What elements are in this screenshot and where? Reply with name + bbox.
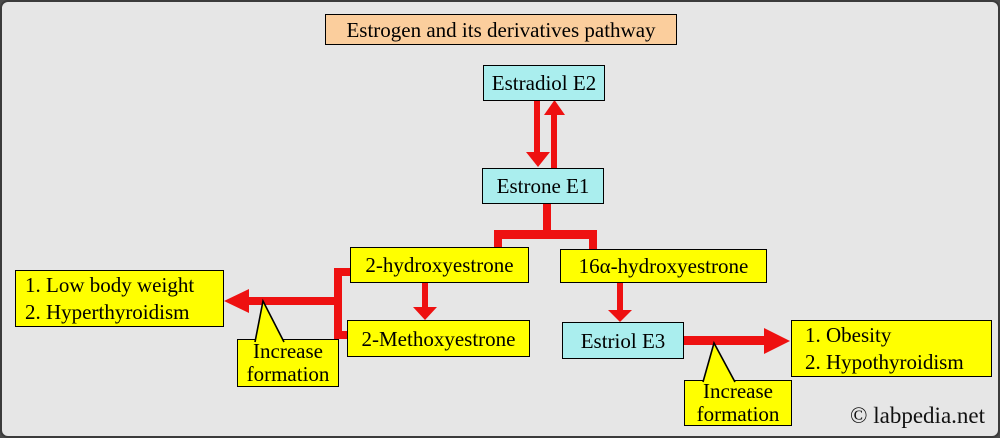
- node-2-methoxyestrone-label: 2-Methoxyestrone: [361, 326, 516, 351]
- callout-line: Increase: [253, 339, 323, 363]
- node-2-hydroxyestrone: 2-hydroxyestrone: [350, 247, 529, 283]
- effect-line: 2. Hyperthyroidism: [25, 299, 190, 324]
- callout-line: formation: [246, 362, 330, 386]
- effect-line: 1. Obesity: [805, 322, 892, 347]
- arrow-estrone-to-estradiol: [544, 100, 565, 168]
- effect-line: 1. Low body weight: [25, 272, 195, 297]
- arrow-hydroxyestrone2-to-methoxyestrone: [413, 283, 437, 320]
- diagram-title: Estrogen and its derivatives pathway: [325, 14, 677, 45]
- node-estriol-e3: Estriol E3: [562, 322, 684, 359]
- arrow-to-low-body-weight: [224, 289, 338, 313]
- effect-line: 2. Hypothyroidism: [805, 349, 964, 374]
- arrow-estradiol-to-estrone: [526, 100, 550, 167]
- node-2-hydroxyestrone-label: 2-hydroxyestrone: [365, 253, 514, 277]
- watermark: © labpedia.net: [850, 403, 985, 428]
- node-estriol-e3-label: Estriol E3: [580, 328, 666, 353]
- branch-connector-estrone: [494, 203, 597, 250]
- node-estrone-e1: Estrone E1: [482, 168, 604, 204]
- node-16a-hydroxyestrone: 16α-hydroxyestrone: [560, 249, 767, 283]
- node-2-methoxyestrone: 2-Methoxyestrone: [347, 320, 530, 357]
- effect-box-low-estrogen: 1. Low body weight 2. Hyperthyroidism: [15, 270, 224, 327]
- callout-line: Increase: [703, 379, 773, 403]
- callout-pointer-left: [254, 298, 285, 343]
- callout-increase-formation-left: Increase formation: [237, 339, 339, 387]
- node-estradiol-e2-label: Estradiol E2: [491, 71, 597, 95]
- node-16a-hydroxyestrone-label: 16α-hydroxyestrone: [578, 254, 749, 278]
- callout-pointer-right: [702, 340, 736, 383]
- node-estrone-e1-label: Estrone E1: [496, 174, 590, 198]
- callout-increase-formation-right: Increase formation: [684, 380, 792, 426]
- arrow-hydroxyestrone16a-to-estriol: [608, 283, 632, 322]
- effect-box-high-estrogen: 1. Obesity 2. Hypothyroidism: [791, 320, 992, 377]
- diagram-title-label: Estrogen and its derivatives pathway: [346, 17, 656, 42]
- callout-line: formation: [696, 402, 780, 426]
- node-estradiol-e2: Estradiol E2: [483, 65, 605, 101]
- arrow-estriol-to-obesity: [684, 328, 790, 354]
